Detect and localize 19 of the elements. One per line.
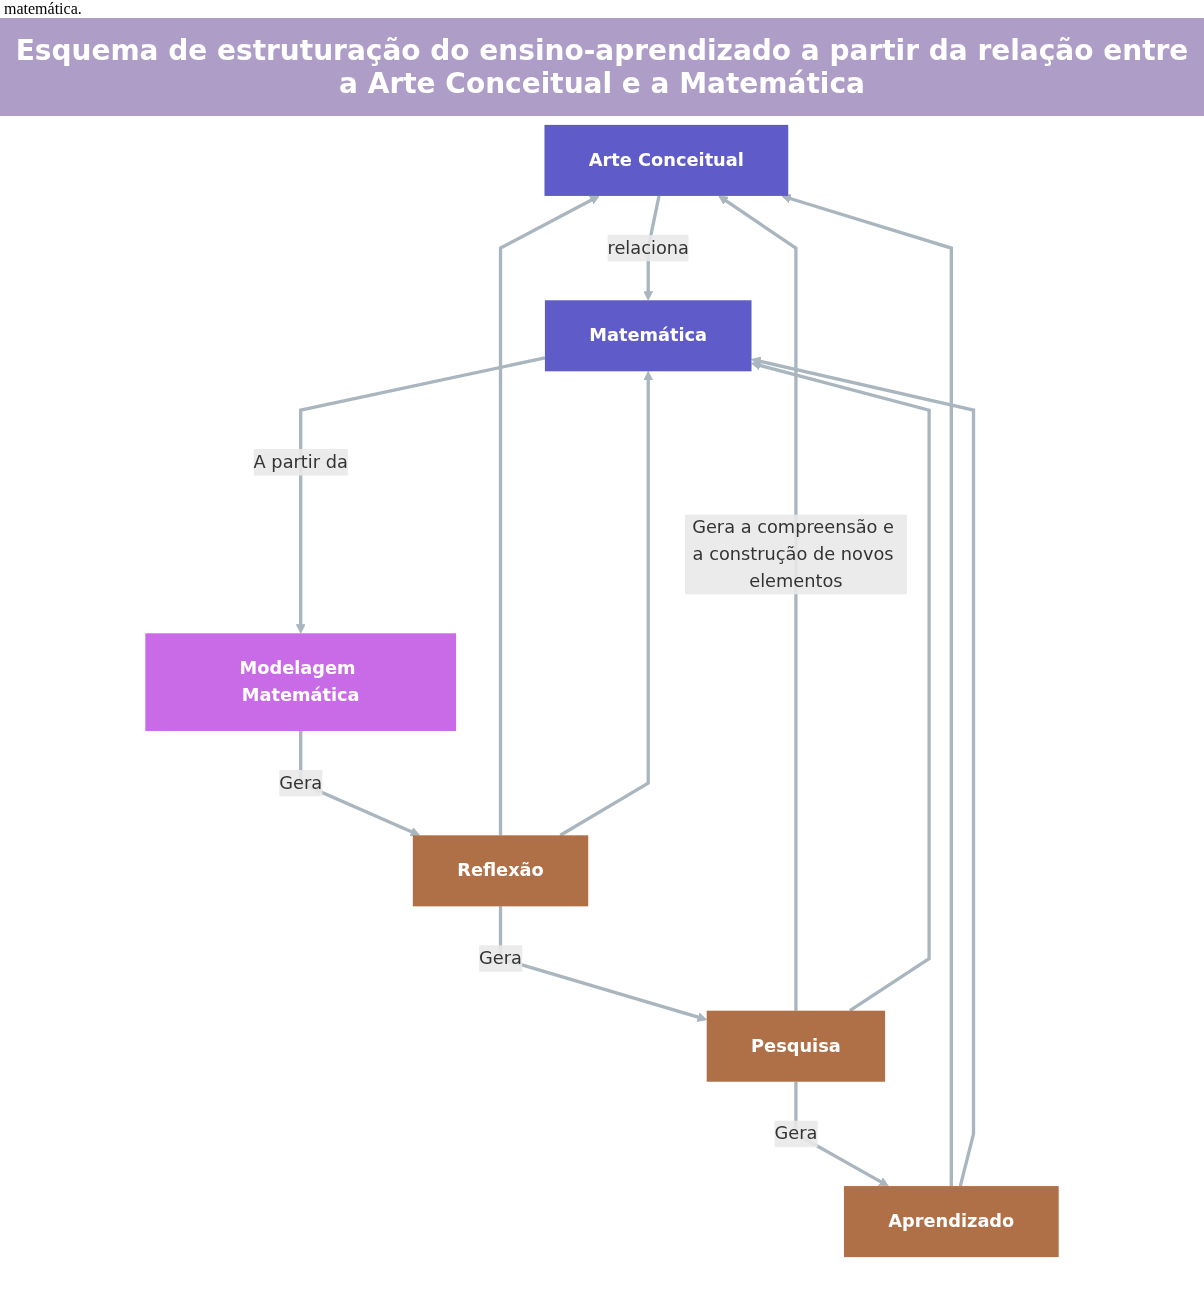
edge-label: A partir da (253, 451, 348, 473)
title-banner: Esquema de estruturação do ensino-aprendizado a partir da relação entre a Arte Conceitual e a Matemática (0, 18, 1204, 116)
node-box: Reflexão (412, 835, 589, 907)
node-box: Pesquisa (706, 1010, 886, 1082)
arrow (751, 360, 931, 1013)
edge-label: relaciona (607, 236, 689, 259)
arrow (718, 195, 798, 1011)
node-box: Aprendizado (843, 1186, 1059, 1258)
node-box: Modelagem Matemática (145, 633, 457, 731)
edge-label: Gera (279, 772, 323, 794)
edge-label: Gera (479, 947, 522, 969)
caption-fragment: matemática. (4, 0, 82, 17)
edge-label: Gera a compreensão e a construção de novos elementos (692, 516, 895, 592)
arrow (559, 370, 654, 837)
node-box: Arte Conceitual (544, 124, 789, 196)
node-box: Matemática (544, 300, 752, 372)
edge-label: Gera (774, 1122, 818, 1144)
arrow (498, 195, 600, 836)
arrow (295, 356, 546, 634)
